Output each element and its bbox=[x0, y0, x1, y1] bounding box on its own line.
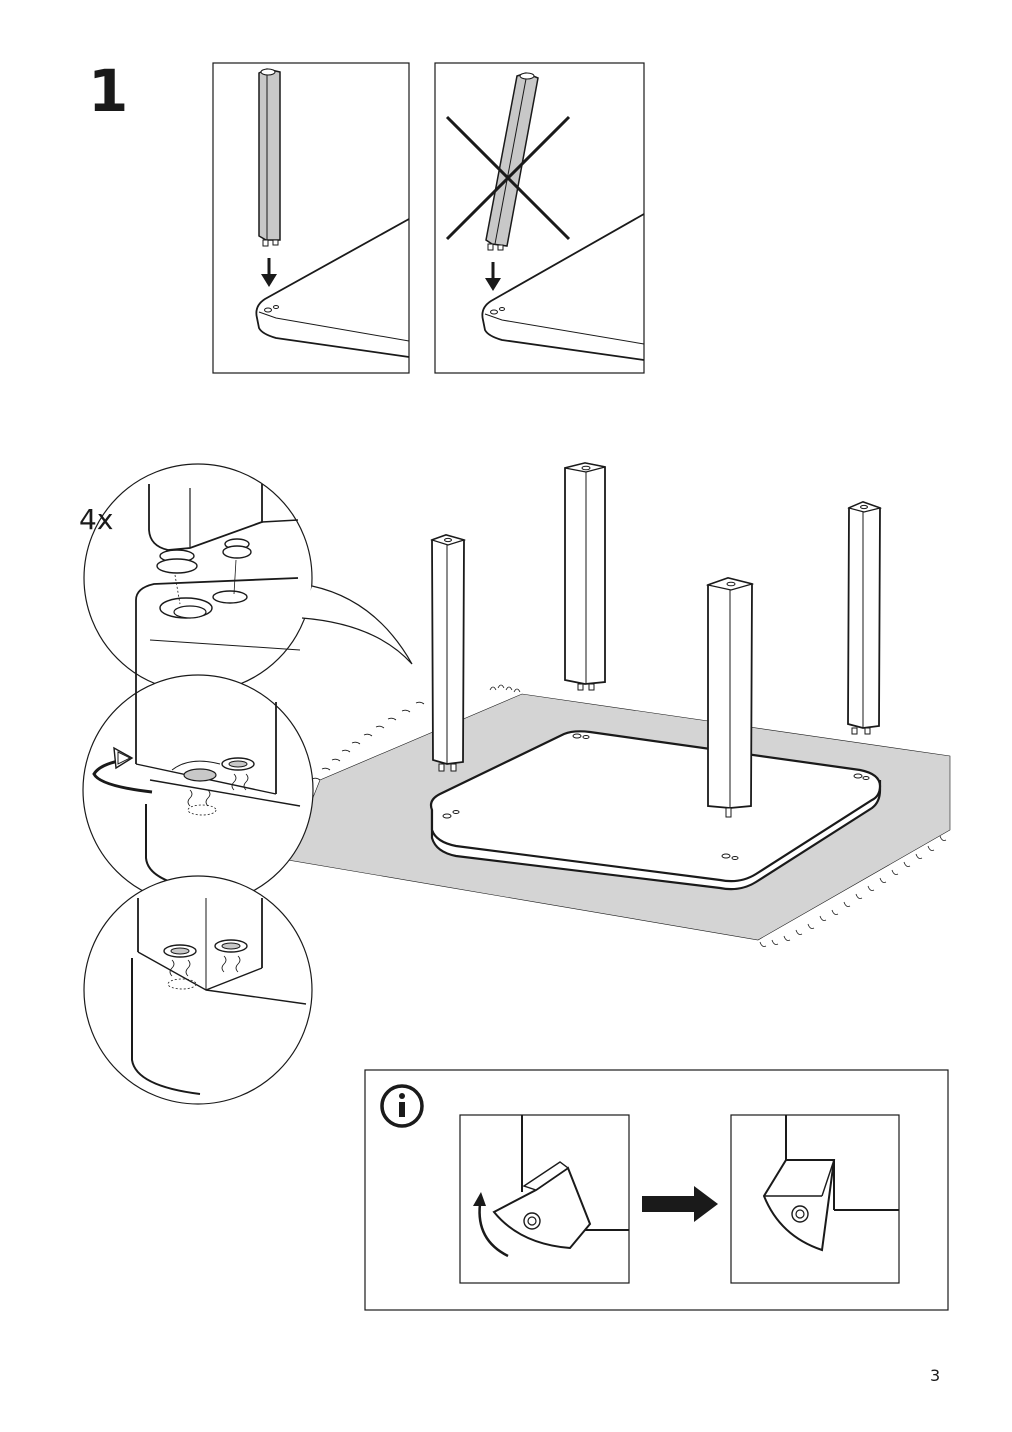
right-arrow-icon bbox=[642, 1186, 718, 1222]
detail-circle-2 bbox=[82, 674, 314, 906]
panel-correct-insertion bbox=[212, 62, 410, 374]
tabletop-corner bbox=[481, 213, 645, 361]
quantity-label: 4x bbox=[79, 503, 114, 536]
rotate-arrow-icon bbox=[92, 746, 153, 794]
tabletop bbox=[429, 730, 882, 891]
rug-fringe bbox=[311, 684, 947, 947]
main-assembly-scene bbox=[287, 462, 951, 947]
info-icon bbox=[380, 1084, 424, 1128]
info-box bbox=[364, 1069, 949, 1311]
leg-back-right bbox=[847, 501, 883, 735]
leg-vertical bbox=[258, 68, 281, 247]
panel-incorrect-insertion bbox=[434, 62, 645, 374]
step-number: 1 bbox=[88, 57, 129, 125]
rotate-arrow-icon bbox=[473, 1192, 509, 1258]
info-panel-before bbox=[459, 1114, 630, 1284]
leg-front-right bbox=[705, 577, 755, 818]
leg-tilted bbox=[485, 72, 539, 251]
leg-front-left bbox=[430, 534, 467, 772]
down-arrow-icon bbox=[485, 262, 501, 291]
detail-circle-1 bbox=[83, 463, 413, 693]
leg-back-left bbox=[564, 462, 606, 691]
page-number: 3 bbox=[930, 1366, 941, 1385]
tabletop-corner bbox=[255, 218, 410, 358]
cross-mark-icon bbox=[445, 115, 571, 241]
down-arrow-icon bbox=[261, 258, 277, 287]
info-panel-after bbox=[730, 1114, 900, 1284]
detail-circle-3 bbox=[83, 875, 313, 1105]
